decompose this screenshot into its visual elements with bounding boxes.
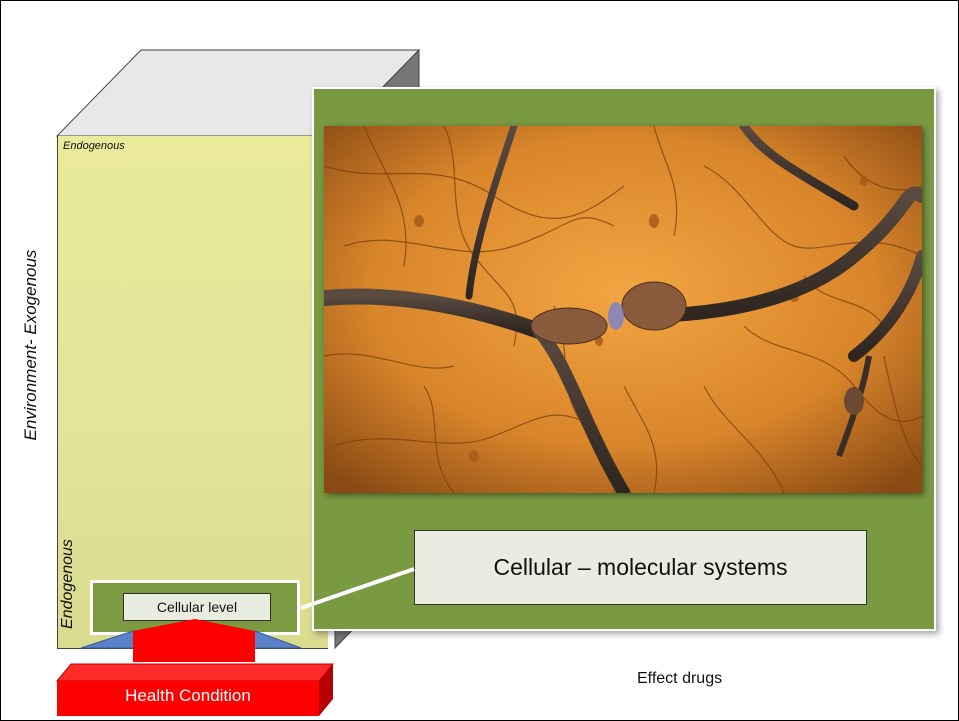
health-arrow-head bbox=[133, 619, 255, 648]
health-arrow-stem bbox=[133, 648, 255, 662]
effect-drugs-label: Effect drugs bbox=[637, 670, 722, 688]
health-condition-label: Health Condition bbox=[57, 681, 319, 711]
health-block-top bbox=[57, 664, 333, 681]
